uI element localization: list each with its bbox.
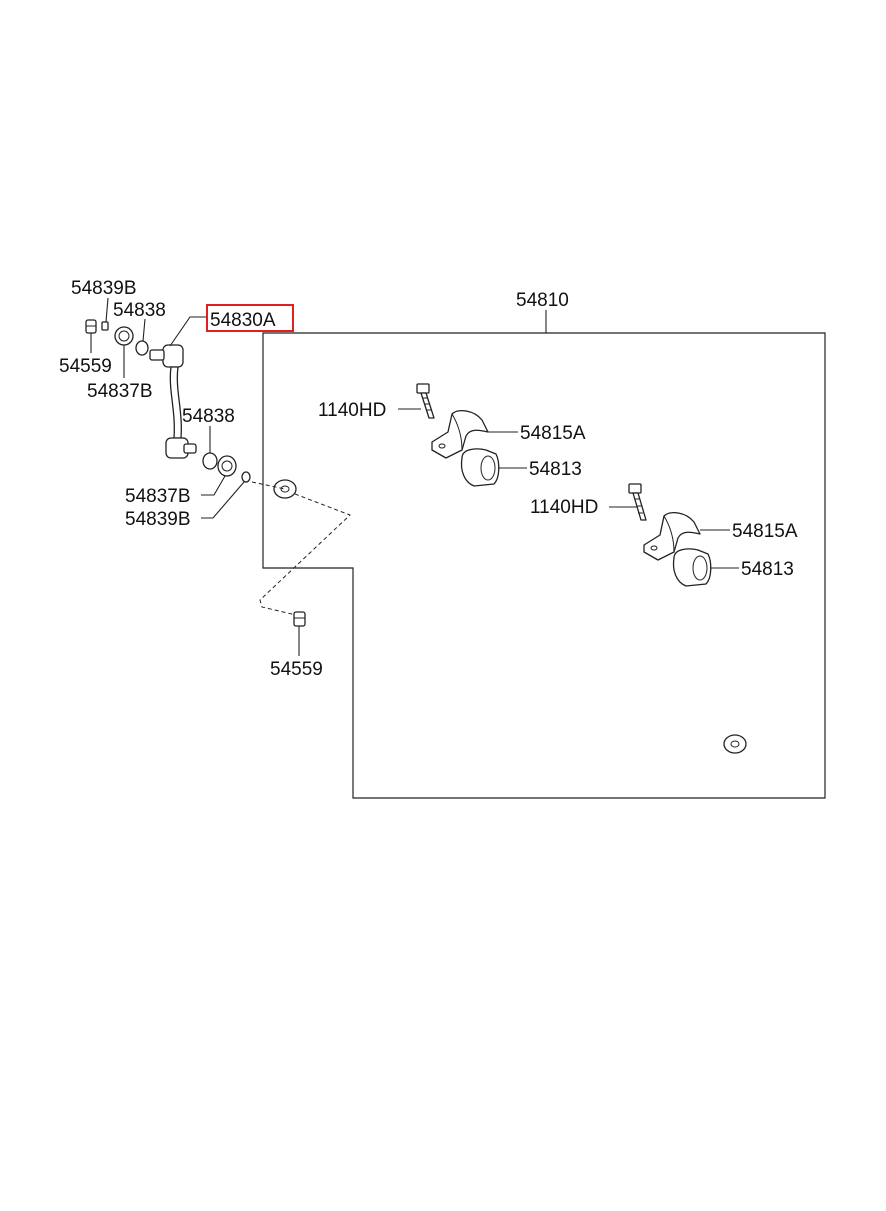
ring-top xyxy=(135,340,149,356)
label-bushing-bottom[interactable]: 54837B xyxy=(125,486,191,507)
washer-top xyxy=(101,321,109,331)
label-bushing-1[interactable]: 54813 xyxy=(529,459,582,480)
bushing-top xyxy=(114,326,134,346)
label-ring-bottom[interactable]: 54838 xyxy=(182,406,235,427)
washer-bottom xyxy=(241,471,251,483)
bushing-bottom xyxy=(217,455,237,477)
stabilizer-bar xyxy=(273,450,751,754)
label-nut-top-left[interactable]: 54559 xyxy=(59,356,112,377)
alignment-dashed-line xyxy=(251,481,351,616)
bushing-1 xyxy=(460,448,500,487)
stabilizer-link xyxy=(149,344,197,459)
bracket-2 xyxy=(643,511,701,561)
bolt-1 xyxy=(416,383,435,419)
label-bushing-2[interactable]: 54813 xyxy=(741,559,794,580)
label-link-assembly[interactable]: 54830A xyxy=(210,310,276,331)
nut-bottom xyxy=(293,611,306,627)
label-ring-top[interactable]: 54838 xyxy=(113,300,166,321)
ring-bottom xyxy=(202,452,218,470)
highlight-box xyxy=(206,304,294,332)
bracket-1 xyxy=(431,409,489,459)
label-bracket-1[interactable]: 54815A xyxy=(520,423,586,444)
label-bolt-2[interactable]: 1140HD xyxy=(530,497,598,518)
label-bushing-top[interactable]: 54837B xyxy=(87,381,153,402)
label-washer-top[interactable]: 54839B xyxy=(71,278,137,299)
bolt-2 xyxy=(628,483,647,521)
nut-top-left xyxy=(85,319,97,334)
label-bolt-1[interactable]: 1140HD xyxy=(318,400,386,421)
assembly-frame xyxy=(262,332,826,799)
label-nut-bottom[interactable]: 54559 xyxy=(270,659,323,680)
label-bracket-2[interactable]: 54815A xyxy=(732,521,798,542)
label-assembly[interactable]: 54810 xyxy=(516,290,569,311)
bushing-2 xyxy=(672,548,712,587)
label-washer-bottom[interactable]: 54839B xyxy=(125,509,191,530)
leader-lines xyxy=(90,297,739,656)
